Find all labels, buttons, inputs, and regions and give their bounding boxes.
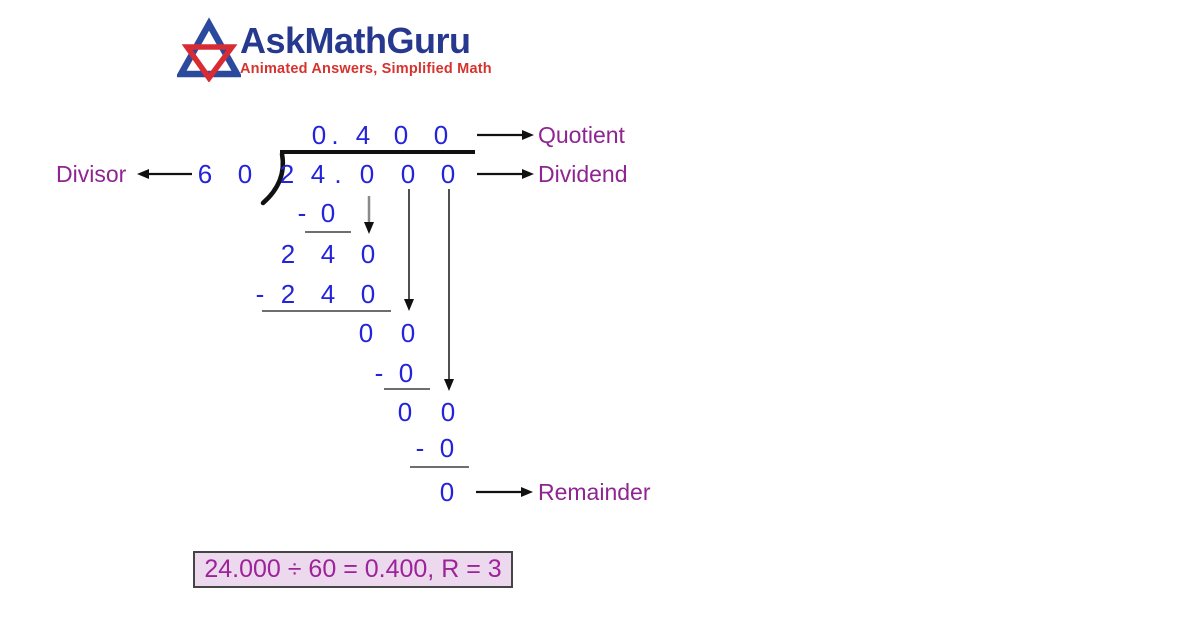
work-digit: 0 <box>397 397 413 427</box>
subtraction-rule-3 <box>384 388 430 390</box>
work-digit: 0 <box>360 279 376 309</box>
remainder-digit: 0 <box>439 477 455 507</box>
brand-tagline: Animated Answers, Simplified Math <box>240 61 492 77</box>
dividend-digit: 2 <box>279 159 295 189</box>
divisor-label: Divisor <box>56 161 127 187</box>
quotient-digit: 0 <box>393 120 409 150</box>
dividend-digit: 0 <box>400 159 416 189</box>
work-digit: 2 <box>280 239 296 269</box>
arrow-to-divisor <box>137 169 192 179</box>
quotient-digit: 4 <box>355 120 371 150</box>
work-digit: 2 <box>280 279 296 309</box>
bring-down-arrow-1 <box>364 196 374 234</box>
minus-sign: - <box>255 279 265 309</box>
dividend-digit: 4 <box>310 159 326 189</box>
subtraction-rule-1 <box>305 231 351 233</box>
division-bar <box>280 150 475 154</box>
minus-sign: - <box>297 198 307 228</box>
dividend-decimal-point: . <box>334 159 342 189</box>
arrow-to-dividend <box>477 169 534 179</box>
work-digit: 0 <box>440 397 456 427</box>
subtraction-rule-4 <box>410 466 469 468</box>
arrow-to-quotient <box>477 130 534 140</box>
quotient-digit: 0 <box>433 120 449 150</box>
work-digit: 4 <box>320 279 336 309</box>
work-digit: 0 <box>358 318 374 348</box>
work-digit: 0 <box>439 433 455 463</box>
dividend-digit: 0 <box>440 159 456 189</box>
arrow-to-remainder <box>476 487 533 497</box>
bring-down-arrow-3 <box>444 189 454 391</box>
result-equation: 24.000 ÷ 60 = 0.400, R = 3 <box>204 555 502 583</box>
divisor-digit: 0 <box>237 159 253 189</box>
division-bracket <box>260 151 286 206</box>
brand-name: AskMathGuru <box>240 20 471 61</box>
work-digit: 0 <box>360 239 376 269</box>
dividend-digit: 0 <box>359 159 375 189</box>
bring-down-arrow-2 <box>404 189 414 311</box>
work-digit: 0 <box>320 198 336 228</box>
work-digit: 0 <box>400 318 416 348</box>
remainder-label: Remainder <box>538 479 651 505</box>
quotient-decimal-point: . <box>331 120 339 150</box>
quotient-label: Quotient <box>538 122 625 148</box>
subtraction-rule-2 <box>262 310 391 312</box>
work-digit: 4 <box>320 239 336 269</box>
work-digit: 0 <box>398 358 414 388</box>
dividend-label: Dividend <box>538 161 628 187</box>
minus-sign: - <box>415 433 425 463</box>
divisor-digit: 6 <box>197 159 213 189</box>
minus-sign: - <box>374 358 384 388</box>
overlapping-triangles-icon <box>177 17 241 82</box>
result-box: 24.000 ÷ 60 = 0.400, R = 3 <box>193 551 513 588</box>
quotient-digit: 0 <box>311 120 327 150</box>
